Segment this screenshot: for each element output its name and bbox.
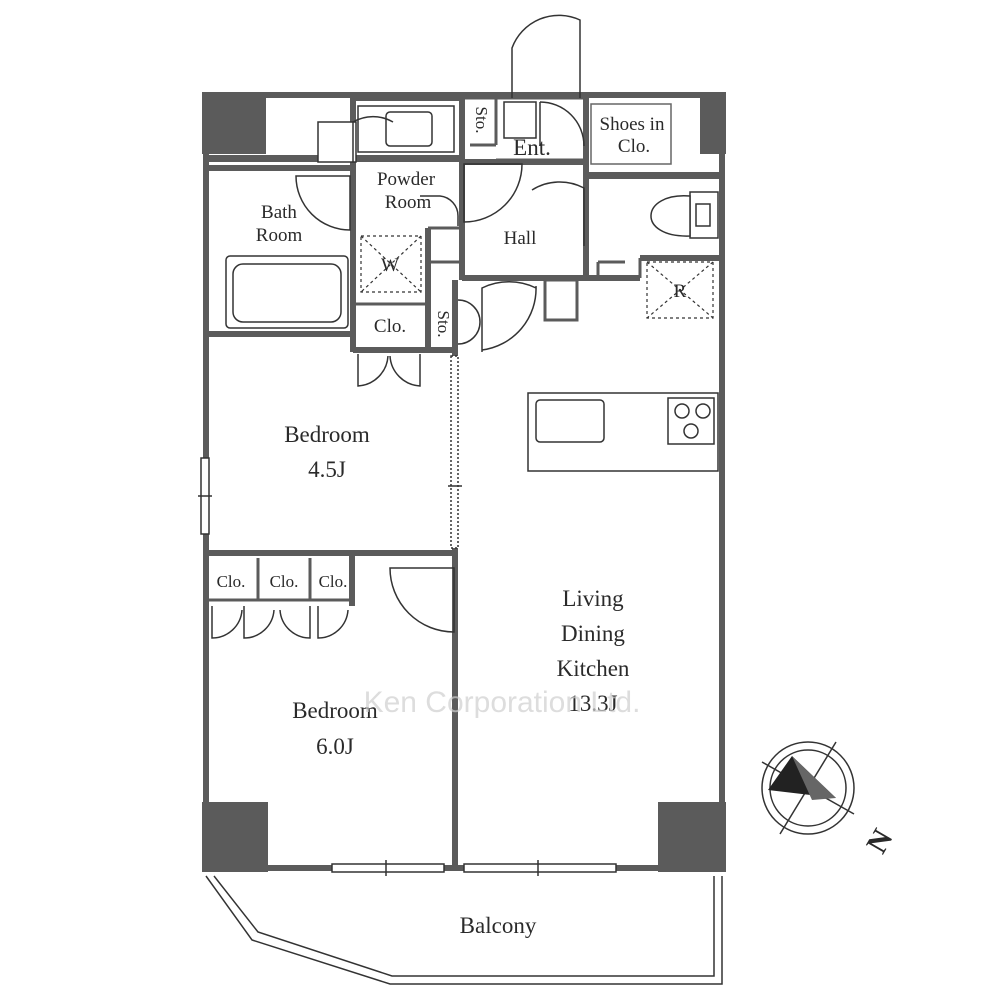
washer-space-icon (360, 235, 422, 293)
sto-top-label: Sto. (472, 107, 491, 134)
entrance-label: Ent. (513, 135, 551, 160)
fridge-space-icon (646, 261, 714, 319)
room-labels: Sto. Ent. Shoes in Clo. Powder Room Bath… (217, 107, 687, 938)
window-bedroom2-icon (331, 863, 445, 873)
balcony (205, 875, 723, 985)
window-ldk-icon (463, 863, 617, 873)
powder-room-label-2: Room (385, 192, 432, 213)
bedroom2-size-label: 6.0J (316, 734, 354, 759)
closet-bifold-icon (357, 354, 389, 387)
bath-closet-label: Clo. (374, 316, 406, 337)
column-top-right (700, 92, 726, 154)
fixtures (225, 103, 719, 472)
bedroom1-size-label: 4.5J (308, 457, 346, 482)
sto-mid-label: Sto. (434, 311, 453, 338)
column-bottom-left (202, 802, 268, 872)
shoes-closet-label-2: Clo. (618, 136, 650, 157)
bedroom2-name-label: Bedroom (292, 698, 378, 723)
fridge-label: R (674, 281, 687, 302)
powder-door-icon (420, 195, 459, 226)
doors (198, 14, 617, 876)
hall-label: Hall (504, 228, 537, 249)
closet-c-label: Clo. (319, 572, 348, 591)
washer-label: W (381, 255, 399, 276)
balcony-label: Balcony (460, 913, 537, 938)
powder-room-label-1: Powder (377, 169, 436, 190)
ldk-label-3: Kitchen (557, 656, 630, 681)
column-bottom-right (658, 802, 726, 872)
bath-room-label-2: Room (256, 225, 303, 246)
bedroom1-name-label: Bedroom (284, 422, 370, 447)
ldk-door-icon (481, 281, 537, 352)
watermark-text: Ken Corporation Ltd. (364, 686, 641, 719)
bedroom2-door-icon (389, 567, 455, 633)
entrance-door-icon (511, 14, 581, 98)
closet-b-label: Clo. (270, 572, 299, 591)
column-top-left (202, 92, 266, 154)
ldk-size-label: 13.3J (568, 691, 617, 716)
kitchen-sink-icon (535, 399, 605, 443)
compass-icon: N (761, 741, 900, 859)
closet-a-label: Clo. (217, 572, 246, 591)
toilet-icon (650, 195, 691, 237)
ldk-label-1: Living (562, 586, 624, 611)
hall-door-right-icon (531, 181, 585, 246)
shoes-closet-label-1: Shoes in (600, 114, 665, 135)
ldk-label-2: Dining (561, 621, 625, 646)
bath-door-icon (295, 175, 351, 231)
compass-north-label: N (860, 823, 900, 859)
hall-door-left-icon (463, 163, 523, 223)
bath-room-label-1: Bath (261, 202, 297, 223)
